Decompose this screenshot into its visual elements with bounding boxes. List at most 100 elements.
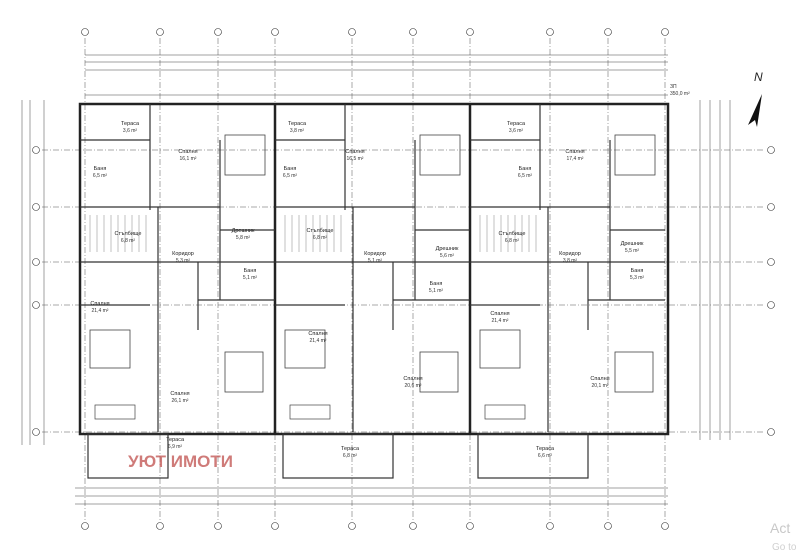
room-name: Тераса — [507, 121, 526, 127]
axis-marker — [604, 28, 612, 36]
room-area: 26,1 m² — [172, 398, 189, 404]
desk-icon — [94, 404, 136, 420]
room-name: Спалня — [308, 331, 327, 337]
room-area: 3,6 m² — [123, 128, 138, 134]
room-area: 6,5 m² — [518, 173, 533, 179]
room-area: 17,4 m² — [567, 156, 584, 162]
axis-marker — [409, 522, 417, 530]
room-name: Стълбище — [499, 231, 526, 237]
room-name: Спалня — [170, 391, 189, 397]
room-area: 5,5 m² — [625, 248, 640, 254]
watermark: УЮТ ИМОТИ — [128, 452, 233, 471]
axis-marker — [767, 258, 775, 266]
north-label: N — [754, 70, 763, 84]
axis-marker — [767, 146, 775, 154]
room-name: Коридор — [559, 251, 581, 257]
room-area: 6,5 m² — [93, 173, 108, 179]
axis-marker — [466, 28, 474, 36]
room-area: 3,8 m² — [563, 258, 578, 264]
room-area: 5,1 m² — [429, 288, 444, 294]
axis-marker — [32, 258, 40, 266]
room-area: 6,8 m² — [313, 235, 328, 241]
room-name: Тераса — [536, 446, 555, 452]
room-name: Коридор — [172, 251, 194, 257]
axis-marker — [348, 522, 356, 530]
room-name: Баня — [430, 281, 443, 287]
room-area: 5,1 m² — [368, 258, 383, 264]
room-name: Тераса — [121, 121, 140, 127]
room-name: Тераса — [166, 437, 185, 443]
room-name: Баня — [244, 268, 257, 274]
room-area: 5,6 m² — [440, 253, 455, 259]
axis-marker — [604, 522, 612, 530]
built-area-value: 350,0 m² — [670, 91, 690, 97]
room-name: Баня — [631, 268, 644, 274]
axis-marker — [546, 28, 554, 36]
room-area: 6,8 m² — [343, 453, 358, 459]
room-area: 16,1 m² — [180, 156, 197, 162]
room-area: 6,8 m² — [121, 238, 136, 244]
room-name: Спалня — [178, 149, 197, 155]
axis-marker — [32, 146, 40, 154]
axis-marker — [767, 428, 775, 436]
bed-icon — [614, 134, 656, 176]
activation-overlay-title: Act — [770, 520, 791, 536]
room-area: 21,4 m² — [492, 318, 509, 324]
axis-marker — [32, 203, 40, 211]
room-name: Тераса — [288, 121, 307, 127]
room-name: Коридор — [364, 251, 386, 257]
room-name: Спалня — [490, 311, 509, 317]
room-area: 6,9 m² — [168, 444, 183, 450]
room-area: 5,3 m² — [176, 258, 191, 264]
room-area: 3,6 m² — [509, 128, 524, 134]
axis-marker — [661, 522, 669, 530]
room-name: Спалня — [403, 376, 422, 382]
room-area: 6,5 m² — [283, 173, 298, 179]
terrace-outline — [282, 433, 394, 479]
room-area: 16,5 m² — [347, 156, 364, 162]
bed-icon — [224, 351, 264, 393]
room-area: 6,6 m² — [538, 453, 553, 459]
axis-marker — [271, 28, 279, 36]
axis-marker — [81, 522, 89, 530]
room-name: Стълбище — [115, 231, 142, 237]
room-name: Баня — [94, 166, 107, 172]
room-area: 20,6 m² — [405, 383, 422, 389]
terrace-outline — [477, 433, 589, 479]
bed-icon — [284, 329, 326, 369]
axis-marker — [214, 522, 222, 530]
desk-icon — [484, 404, 526, 420]
room-name: Стълбище — [307, 228, 334, 234]
room-name: Спалня — [590, 376, 609, 382]
room-name: Дрешник — [621, 241, 644, 247]
bed-icon — [479, 329, 521, 369]
room-area: 21,4 m² — [92, 308, 109, 314]
room-name: Баня — [519, 166, 532, 172]
axis-marker — [156, 522, 164, 530]
room-name: Спалня — [345, 149, 364, 155]
axis-marker — [466, 522, 474, 530]
bed-icon — [419, 134, 461, 176]
room-area: 5,8 m² — [236, 235, 251, 241]
room-area: 20,1 m² — [592, 383, 609, 389]
axis-marker — [81, 28, 89, 36]
axis-marker — [546, 522, 554, 530]
built-area-label: ЗП — [670, 84, 677, 90]
room-area: 3,8 m² — [290, 128, 305, 134]
room-area: 21,4 m² — [310, 338, 327, 344]
axis-marker — [32, 301, 40, 309]
north-arrow-icon — [748, 94, 762, 127]
axis-marker — [271, 522, 279, 530]
terrace-outline — [87, 433, 169, 479]
axis-marker — [156, 28, 164, 36]
activation-overlay-subtitle: Go to — [772, 542, 797, 553]
axis-marker — [661, 28, 669, 36]
room-name: Баня — [284, 166, 297, 172]
room-area: 5,3 m² — [630, 275, 645, 281]
desk-icon — [289, 404, 331, 420]
bed-icon — [614, 351, 654, 393]
room-name: Спалня — [565, 149, 584, 155]
room-name: Спалня — [90, 301, 109, 307]
room-name: Дрешник — [232, 228, 255, 234]
built-area-note: ЗП 350,0 m² — [670, 84, 690, 98]
